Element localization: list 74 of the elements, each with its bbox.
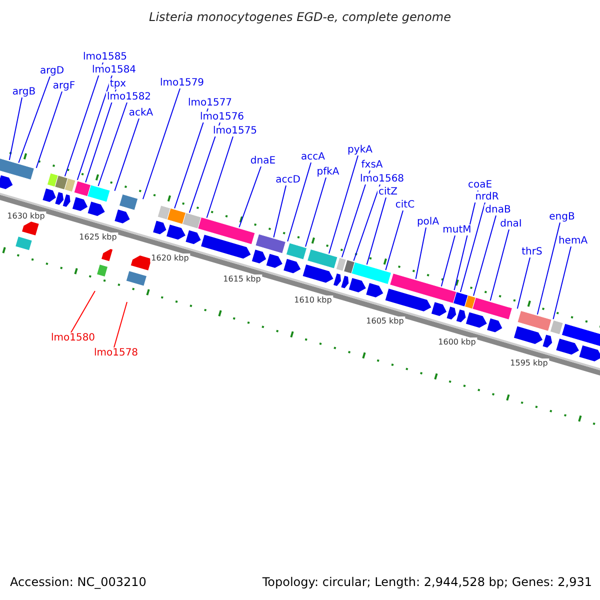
tick-label: 1595 kbp [509, 358, 549, 368]
leader-line [273, 185, 286, 238]
leader-line [238, 166, 262, 228]
gene-name: pfkA [316, 166, 340, 178]
gene-name: lmo1579 [158, 78, 206, 88]
accession-text: Accession: NC_003210 [10, 575, 146, 589]
gene-name: dnaB [484, 204, 512, 216]
leader-line [385, 210, 404, 271]
tick-label: 1615 kbp [222, 274, 262, 284]
tick-label: 1605 kbp [365, 316, 405, 326]
leader-line [552, 246, 572, 320]
title: Listeria monocytogenes EGD-e, complete genome [148, 10, 452, 24]
leader-line [142, 88, 180, 200]
gene-name: argF [52, 80, 76, 92]
leader-line [353, 184, 380, 262]
leader-line [114, 118, 140, 192]
tick-label: 1630 kbp [6, 212, 46, 220]
leader-line [114, 302, 128, 348]
leader-line [328, 155, 358, 254]
gene-name: citC [394, 200, 416, 210]
leader-line [188, 122, 220, 214]
gene-name: tpx [108, 78, 128, 90]
leader-line [8, 97, 22, 161]
gene-name: coaE [466, 180, 494, 190]
gene-name: ackA [128, 108, 154, 118]
leader-line [206, 136, 234, 218]
leader-line [536, 222, 560, 315]
leader-line [415, 227, 426, 280]
gene-name: nrdR [474, 192, 500, 202]
tick-label: 1610 kbp [293, 296, 333, 304]
leader-line [18, 76, 50, 164]
leader-line [174, 108, 208, 209]
gene-name: fxsA [360, 160, 384, 170]
gene-name: argD [38, 66, 66, 76]
gene-name: engB [548, 212, 576, 222]
gene-name: lmo1582 [106, 92, 152, 102]
gene-name: lmo1576 [198, 112, 246, 122]
gene-name: lmo1578 [92, 348, 140, 358]
gene-name: argB [11, 86, 37, 98]
leader-line [76, 75, 112, 180]
tick-label: 1620 kbp [150, 254, 190, 262]
leader-line [70, 290, 96, 333]
gene-name: lmo1580 [50, 332, 96, 344]
leader-line [440, 235, 456, 287]
gene-name: dnaE [249, 156, 277, 166]
gene-name: lmo1585 [82, 52, 128, 62]
gene-name: citZ [377, 186, 399, 198]
gene-name: lmo1577 [186, 98, 234, 108]
tick-label: 1600 kbp [437, 338, 477, 346]
gene-name: thrS [520, 246, 544, 258]
gene-name: lmo1575 [212, 126, 258, 136]
gene-name: lmo1584 [90, 64, 138, 76]
leader-line [460, 202, 486, 292]
gene-name: dnaI [499, 218, 523, 230]
gene-name: lmo1568 [358, 174, 406, 184]
gene-name: mutM [442, 224, 472, 236]
gene-name: hemA [557, 236, 589, 246]
gene-name: accA [300, 152, 326, 162]
leader-line [366, 197, 386, 266]
leader-line [516, 257, 530, 310]
genome-info-text: Topology: circular; Length: 2,944,528 bp; Genes: 2,931 [262, 575, 592, 589]
leader-line [64, 62, 104, 177]
leader-line [36, 91, 62, 168]
leader-line [490, 229, 510, 302]
leader-line [341, 170, 370, 258]
leader-line [85, 89, 116, 183]
leader-line [305, 177, 326, 248]
leader-line [287, 162, 312, 242]
leader-line [473, 215, 496, 296]
gene-name: polA [416, 216, 440, 228]
leader-line [98, 102, 128, 187]
gene-name: accD [274, 174, 302, 186]
tick-label: 1625 kbp [78, 232, 118, 242]
gene-name: pykA [346, 144, 374, 156]
